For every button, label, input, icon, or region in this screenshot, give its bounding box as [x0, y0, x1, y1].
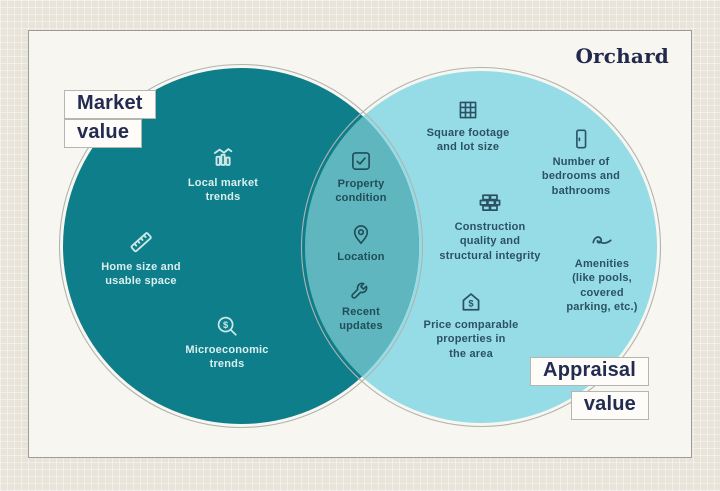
item-property-condition: Property condition [306, 148, 416, 206]
item-price-comparables: $ Price comparable properties in the are… [391, 287, 551, 361]
item-square-footage: Square footage and lot size [393, 97, 543, 155]
wrench-icon [351, 282, 368, 299]
infographic-card: Orchard Market value Appraisal value Loc… [28, 30, 692, 458]
wave-icon [592, 236, 612, 244]
item-label: Recent updates [339, 306, 383, 333]
appraisal-value-label-line1: Appraisal [530, 357, 649, 386]
item-label: Construction quality and structural inte… [439, 221, 541, 262]
market-value-label-line1: Market [64, 90, 156, 119]
market-value-label-line2: value [64, 119, 143, 148]
ruler-icon [130, 232, 152, 253]
item-label: Number of bedrooms and bathrooms [541, 156, 621, 197]
venn-diagram [58, 63, 662, 429]
item-label: Location [337, 251, 385, 263]
item-label: Property condition [335, 178, 387, 205]
item-label: Microeconomic trends [185, 344, 269, 371]
item-label: Amenities (like pools, covered parking, … [566, 258, 638, 313]
door-icon [576, 129, 587, 149]
grid-icon [459, 101, 477, 119]
svg-text:$: $ [468, 299, 474, 309]
orchard-logo: Orchard [575, 44, 669, 68]
item-home-size: Home size and usable space [71, 227, 211, 289]
map-pin-icon [353, 225, 369, 245]
item-microeconomic-trends: $ Microeconomic trends [157, 312, 297, 372]
item-recent-updates: Recent updates [306, 276, 416, 334]
checkbox-icon [352, 152, 370, 170]
appraisal-value-label-line2: value [570, 391, 649, 420]
item-label: Price comparable properties in the area [423, 319, 519, 360]
item-label: Local market trends [187, 177, 259, 204]
magnifier-dollar-icon: $ [217, 316, 237, 336]
item-bedrooms-bathrooms: Number of bedrooms and bathrooms [511, 126, 651, 198]
item-construction-quality: Construction quality and structural inte… [410, 189, 570, 263]
bar-chart-trend-icon [213, 148, 233, 166]
item-amenities: Amenities (like pools, covered parking, … [537, 226, 667, 314]
svg-text:$: $ [223, 320, 229, 330]
item-label: Square footage and lot size [426, 127, 510, 154]
house-dollar-icon: $ [462, 293, 480, 311]
item-local-market-trends: Local market trends [153, 143, 293, 205]
item-label: Home size and usable space [101, 261, 181, 288]
bricks-icon [479, 194, 501, 211]
item-location: Location [306, 221, 416, 264]
overlap-region [305, 71, 419, 423]
